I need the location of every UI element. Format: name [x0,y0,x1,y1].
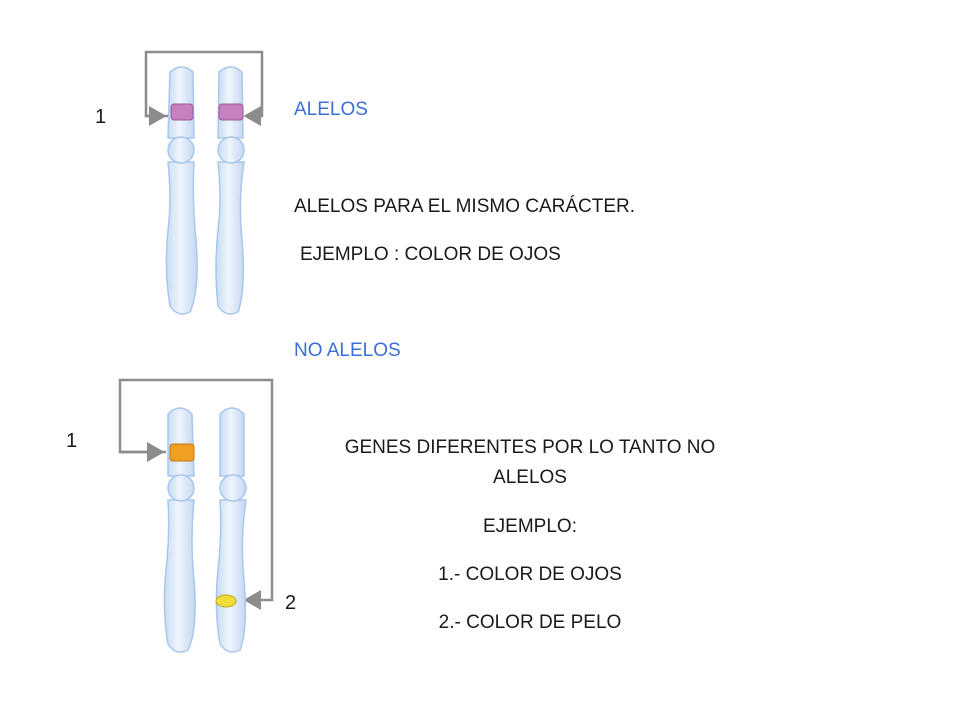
heading-alelos: ALELOS [294,99,368,120]
bracket-top [144,50,264,126]
homologous-pair-top [144,50,264,315]
alelos-description: ALELOS PARA EL MISMO CARÁCTER. [294,196,636,217]
no-alelos-description: GENES DIFERENTES POR LO TANTO NO ALELOS [300,433,760,493]
heading-no-alelos: NO ALELOS [294,340,401,361]
no-alelos-line2: ALELOS [493,467,567,488]
marker-bottom-2: 2 [285,592,297,614]
allele-band-top-right [218,103,244,121]
marker-top: 1 [95,106,107,128]
example-item-1: 1.- COLOR DE OJOS [438,564,622,585]
chromosome-top-left [165,66,198,315]
chromosome-bottom-right [215,407,247,653]
alelos-example: EJEMPLO : COLOR DE OJOS [300,244,561,265]
gene-band-yellow [215,594,237,608]
marker-bottom-1: 1 [66,430,78,452]
gene-band-orange [169,443,195,462]
no-alelos-line1: GENES DIFERENTES POR LO TANTO NO [344,437,716,458]
allele-band-top-left [170,103,194,121]
chromosome-top-right [215,66,245,315]
example-item-2: 2.- COLOR DE PELO [438,612,622,633]
chromosome-bottom-left [163,407,196,653]
homologous-pair-bottom [118,378,274,653]
bracket-bottom [118,378,274,610]
example-label: EJEMPLO: [483,516,577,537]
